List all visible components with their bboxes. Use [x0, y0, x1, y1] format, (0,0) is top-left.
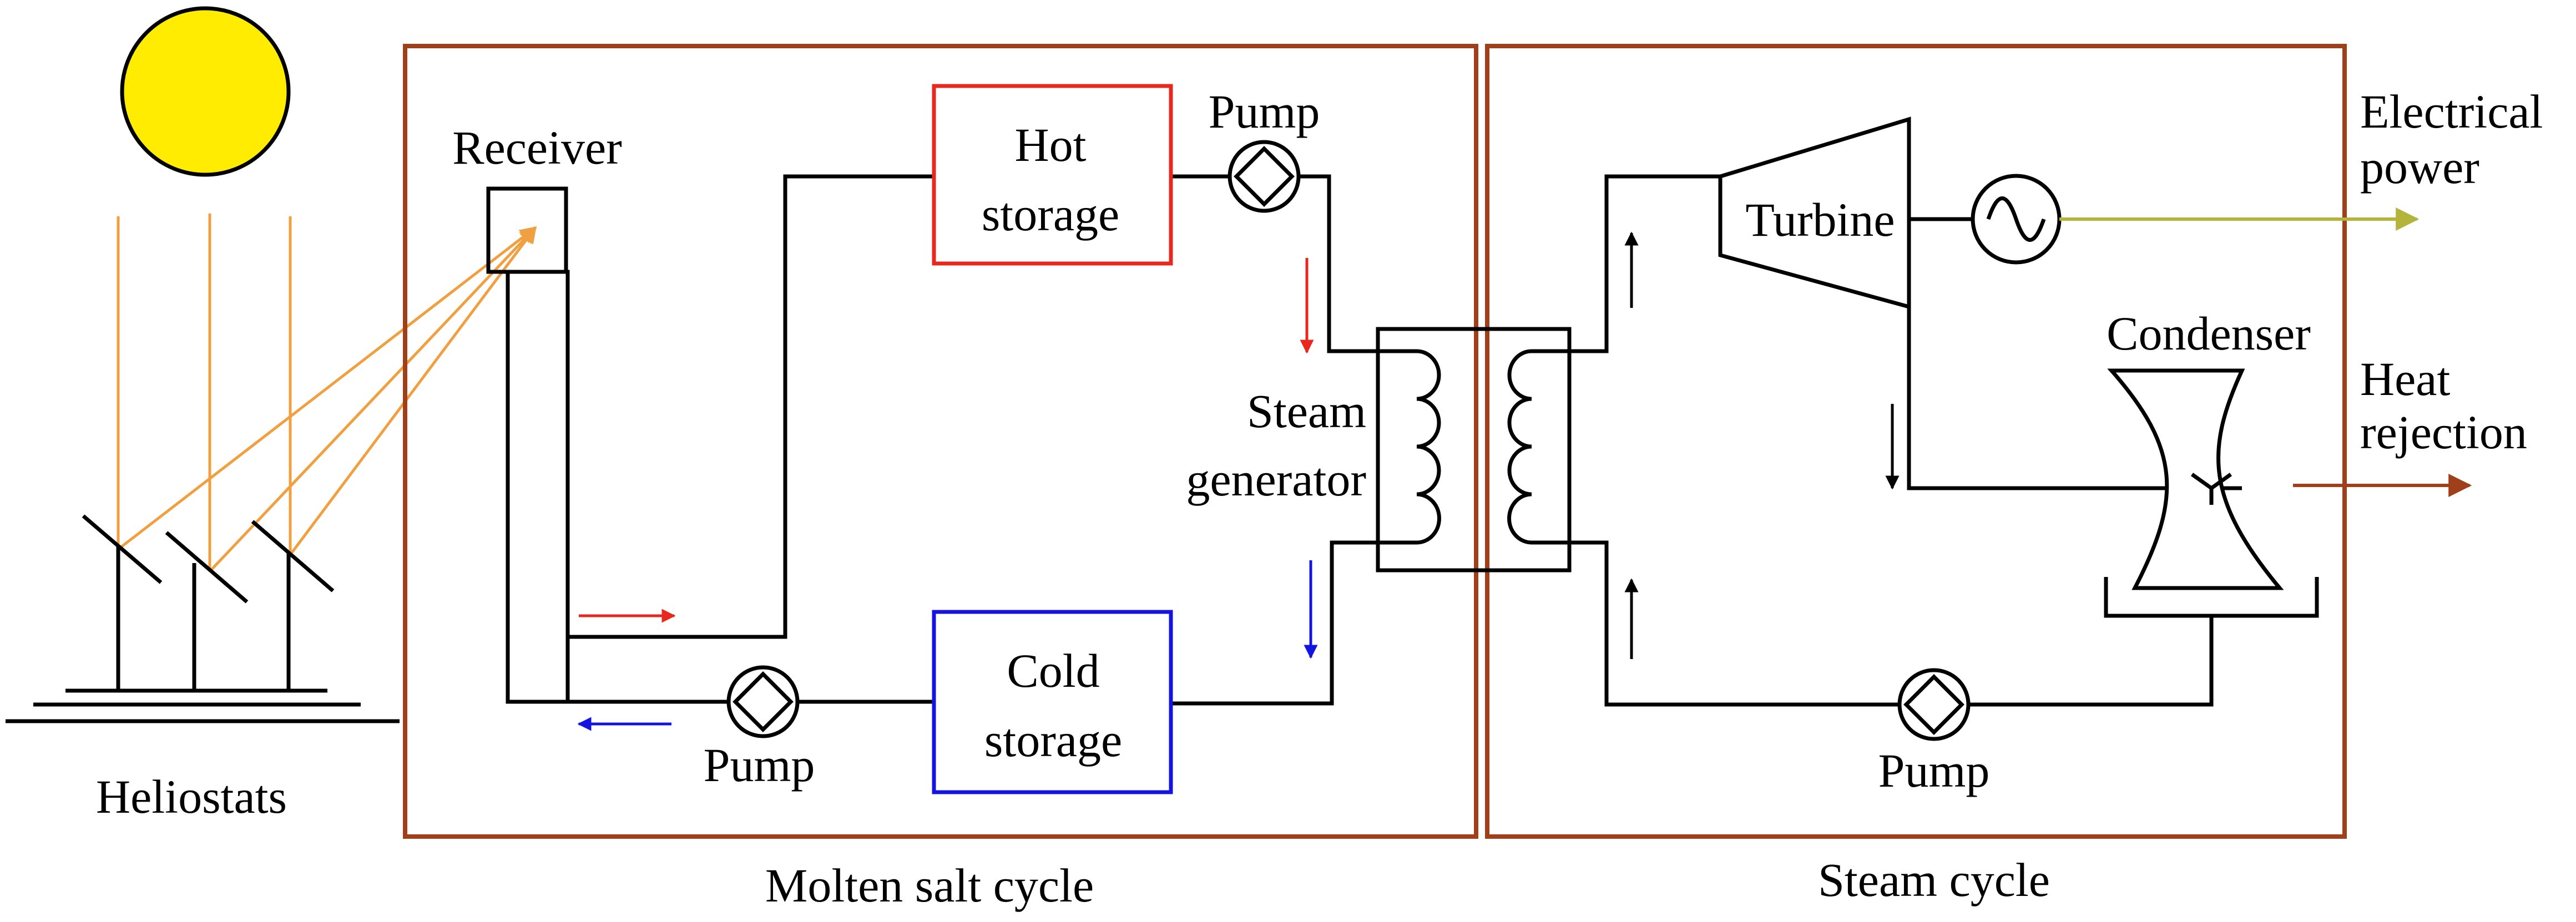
condenser-label: Condenser [2107, 307, 2311, 360]
mirror-icon [165, 531, 249, 691]
cold-storage-tank [932, 610, 1173, 794]
receiver-tower [486, 186, 570, 704]
heat-label-2: rejection [2360, 406, 2527, 459]
steam-generator-label-1: Steam [1247, 384, 1366, 438]
hot-storage-tank [932, 84, 1173, 266]
turbine-label: Turbine [1745, 193, 1895, 246]
steam-generator-label-2: generator [1186, 453, 1366, 506]
steam-generator [1376, 327, 1572, 573]
steam-piping [1569, 174, 2242, 707]
electrical-label-1: Electrical [2360, 85, 2543, 138]
molten-salt-cycle-box [403, 44, 1478, 839]
pump-icon [1897, 668, 1971, 741]
cold-storage-label-2: storage [984, 713, 1122, 767]
hot-storage-label-2: storage [982, 188, 1119, 241]
mirror-icon [251, 520, 335, 691]
receiver-label: Receiver [452, 121, 622, 174]
heat-label-1: Heat [2360, 352, 2450, 406]
mirror-icon [82, 514, 163, 691]
electrical-label-2: power [2360, 140, 2479, 194]
ac-generator-icon [1971, 174, 2062, 265]
sun-icon [120, 6, 291, 177]
cooling-tower-icon [2104, 368, 2319, 618]
steam-cycle-label: Steam cycle [1818, 853, 2050, 906]
pump-icon [726, 665, 800, 738]
pump-icon [1228, 140, 1301, 213]
coil-icon [1416, 349, 1441, 545]
reflected-rays [117, 216, 537, 573]
molten-salt-cycle-label: Molten salt cycle [765, 859, 1094, 912]
coil-icon [1507, 349, 1532, 545]
heliostat-field [6, 514, 400, 723]
cold-storage-label-1: Cold [1007, 644, 1099, 697]
pump-top-label: Pump [1209, 85, 1320, 138]
heliostats-label: Heliostats [96, 770, 287, 823]
sun-rays [117, 214, 292, 571]
hot-storage-label-1: Hot [1015, 118, 1087, 171]
turbine [1718, 116, 1911, 310]
pump-bottom-left-label: Pump [704, 738, 815, 792]
steam-cycle-box [1485, 44, 2347, 839]
molten-salt-piping [568, 174, 1378, 706]
pump-bottom-right-label: Pump [1878, 744, 1990, 797]
